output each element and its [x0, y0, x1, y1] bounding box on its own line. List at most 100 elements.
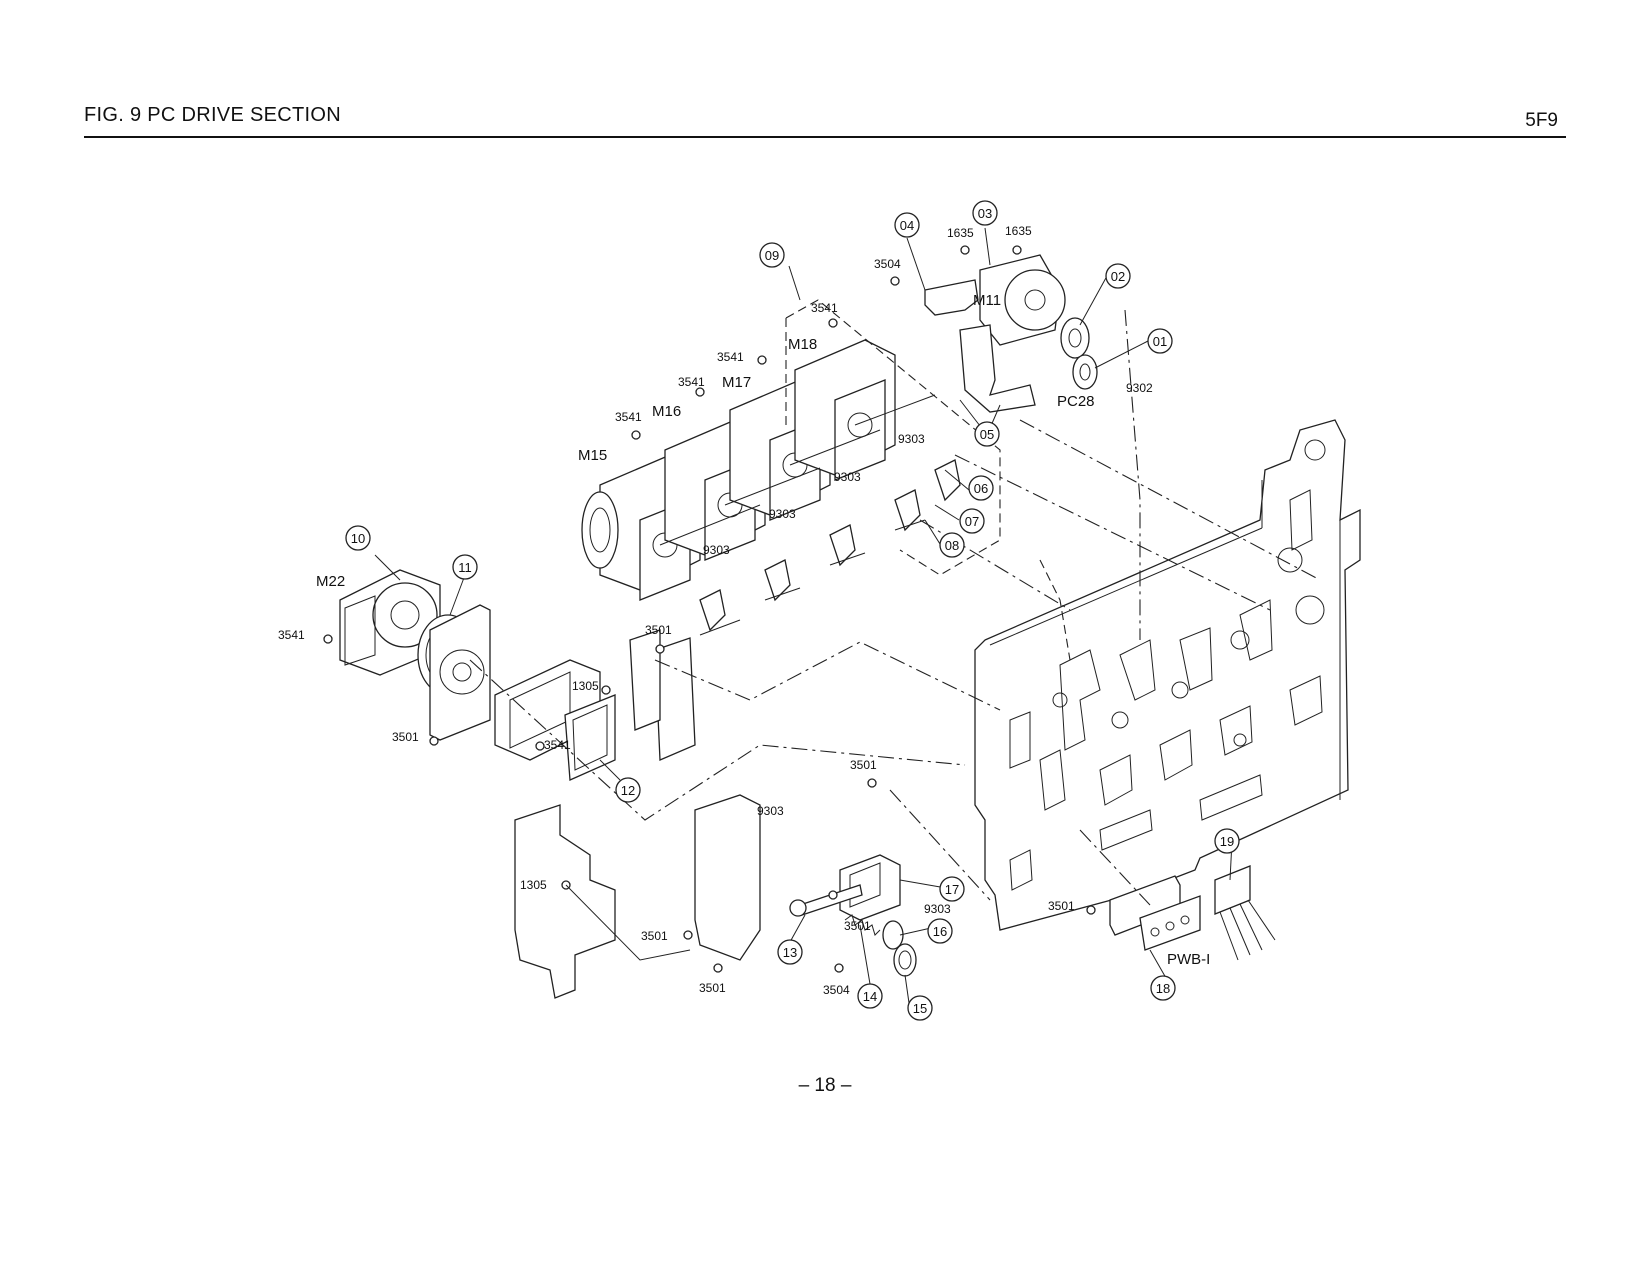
callout-07-label: 07 [965, 514, 979, 529]
label-9302: 9302 [1126, 381, 1153, 395]
label-3501-bracket: 3501 [645, 623, 672, 637]
label-3501-lower-b: 3501 [699, 981, 726, 995]
callout-10-label: 10 [351, 531, 365, 546]
label-9303-b: 9303 [834, 470, 861, 484]
callout-16: 16 [927, 918, 953, 944]
callout-15: 15 [907, 995, 933, 1021]
callout-07: 07 [959, 508, 985, 534]
callout-02: 02 [1105, 263, 1131, 289]
callout-09-label: 09 [765, 248, 779, 263]
label-3541-m15: 3541 [615, 410, 642, 424]
callout-06-label: 06 [974, 481, 988, 496]
bracket-04 [924, 279, 979, 316]
label-m15: M15 [578, 447, 607, 464]
callout-04: 04 [894, 212, 920, 238]
gear-02 [1060, 317, 1090, 359]
label-3501-center: 3501 [850, 758, 877, 772]
callout-18: 18 [1150, 975, 1176, 1001]
page-code: 5F9 [1525, 110, 1558, 131]
label-3501-lower-c: 3501 [844, 919, 871, 933]
callout-11: 11 [452, 554, 478, 580]
callout-13-label: 13 [783, 945, 797, 960]
label-1635-left: 1635 [947, 226, 974, 240]
figure-title: FIG. 9 PC DRIVE SECTION [84, 104, 341, 126]
label-1635-right: 1635 [1005, 224, 1032, 238]
callout-01: 01 [1147, 328, 1173, 354]
label-3541-m18: 3541 [811, 301, 838, 315]
label-3541-duct: 3541 [544, 738, 571, 752]
motor-m18 [794, 339, 896, 481]
label-3504-lower: 3504 [823, 983, 850, 997]
callout-12: 12 [615, 777, 641, 803]
callout-13: 13 [777, 939, 803, 965]
label-pc28: PC28 [1057, 393, 1095, 410]
label-m17: M17 [722, 374, 751, 391]
callout-11-label: 11 [458, 560, 472, 575]
duct-plate [429, 604, 491, 741]
callout-15-label: 15 [913, 1001, 927, 1016]
callout-08-label: 08 [945, 538, 959, 553]
designator-labels: M11 M15 M16 M17 M18 M22 PC28 PWB-I [316, 292, 1210, 968]
callout-16-label: 16 [933, 924, 947, 939]
label-m11: M11 [973, 292, 1001, 309]
callout-14: 14 [857, 983, 883, 1009]
label-3501-right: 3501 [1048, 899, 1075, 913]
solenoid-17 [839, 854, 901, 921]
lower-bracket [694, 794, 761, 961]
callout-12-label: 12 [621, 783, 635, 798]
label-9303-c: 9303 [769, 507, 796, 521]
label-9303-solenoid: 9303 [924, 902, 951, 916]
callout-19-label: 19 [1220, 834, 1234, 849]
label-9303-a: 9303 [898, 432, 925, 446]
label-3501-left: 3501 [392, 730, 419, 744]
label-3504-top: 3504 [874, 257, 901, 271]
header-rule [84, 136, 1566, 138]
callout-14-label: 14 [863, 989, 877, 1004]
motor-m11 [979, 254, 1066, 346]
callout-04-label: 04 [900, 218, 914, 233]
callout-18-label: 18 [1156, 981, 1170, 996]
main-frame-plate [974, 419, 1361, 931]
screws [323, 245, 1096, 973]
callout-09: 09 [759, 242, 785, 268]
spring-15 [893, 943, 917, 977]
lower-left-cover [514, 804, 616, 999]
label-3541-m16: 3541 [678, 375, 705, 389]
bracket-18-pwbi [1109, 875, 1201, 951]
callout-10: 10 [345, 525, 371, 551]
spring-14 [844, 914, 881, 936]
bracket-05-pc28 [959, 324, 1036, 413]
callout-05-label: 05 [980, 427, 994, 442]
drive-shafts [659, 394, 961, 636]
callout-17-label: 17 [945, 882, 959, 897]
assembly-guide-lines [469, 299, 1321, 906]
callout-01-label: 01 [1153, 334, 1167, 349]
screw-part-numbers: 1635 1635 3504 9302 3541 3541 3541 3541 … [278, 224, 1153, 997]
callout-06: 06 [968, 475, 994, 501]
gear-01 [1072, 354, 1098, 390]
label-m18: M18 [788, 336, 817, 353]
label-1305-lower: 1305 [520, 878, 547, 892]
callout-03-label: 03 [978, 206, 992, 221]
label-9303-lower: 9303 [757, 804, 784, 818]
label-m16: M16 [652, 403, 681, 420]
callout-03: 03 [972, 200, 998, 226]
label-9303-d: 9303 [703, 543, 730, 557]
page-number: – 18 – [798, 1075, 852, 1096]
callout-02-label: 02 [1111, 269, 1125, 284]
gear-16 [882, 920, 904, 950]
label-3541-m17: 3541 [717, 350, 744, 364]
bracket-vertical [629, 629, 696, 761]
fan-m22 [339, 569, 441, 676]
label-1305-duct: 1305 [572, 679, 599, 693]
label-3541-fan: 3541 [278, 628, 305, 642]
shaft-13 [789, 884, 863, 917]
callout-19: 19 [1214, 828, 1240, 854]
callout-05: 05 [974, 421, 1000, 447]
harness-19 [1214, 865, 1276, 961]
label-3501-lower-a: 3501 [641, 929, 668, 943]
label-pwbi: PWB-I [1167, 951, 1210, 968]
callout-08: 08 [939, 532, 965, 558]
label-m22: M22 [316, 573, 345, 590]
